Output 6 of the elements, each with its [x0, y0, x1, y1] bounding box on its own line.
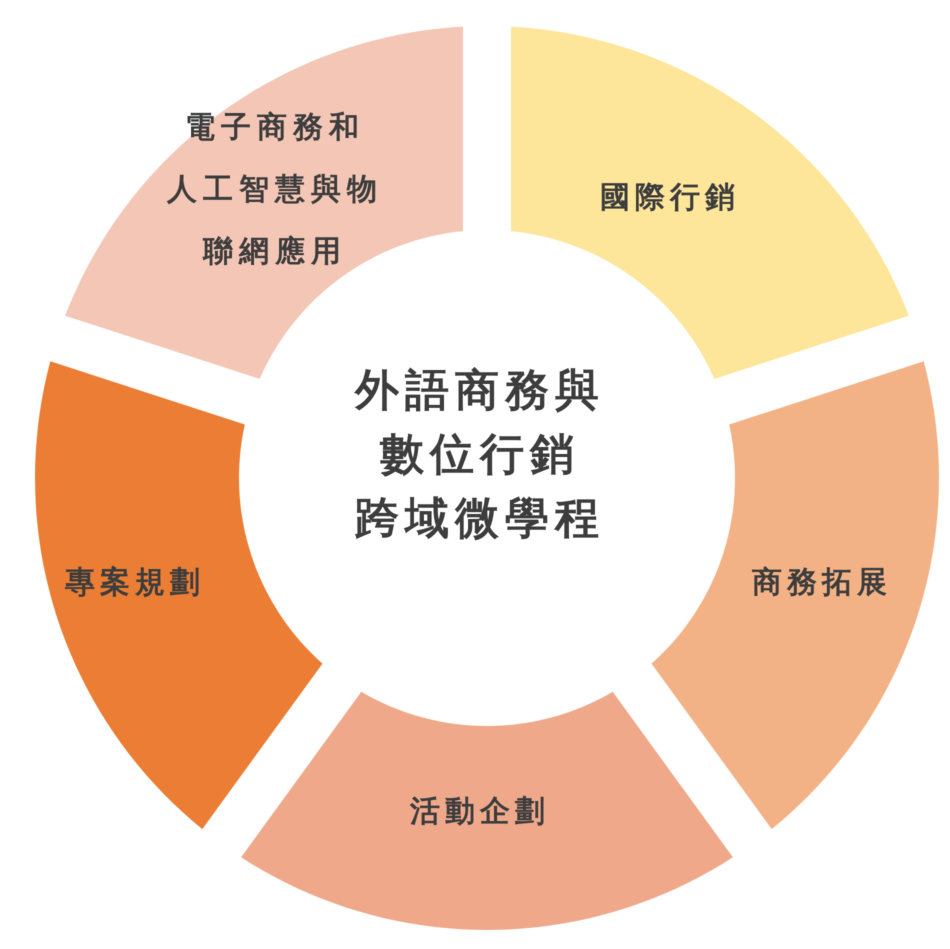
- segment-label: 國際行銷: [600, 179, 740, 217]
- segment-label: 商務拓展: [752, 564, 892, 602]
- center-title: 外語商務與數位行銷跨域微學程: [355, 364, 605, 546]
- segment-label: 專案規劃: [65, 564, 205, 602]
- segment-label: 活動企劃: [410, 793, 550, 831]
- segment-label: 電子商務和人工智慧與物聯網應用: [167, 109, 383, 271]
